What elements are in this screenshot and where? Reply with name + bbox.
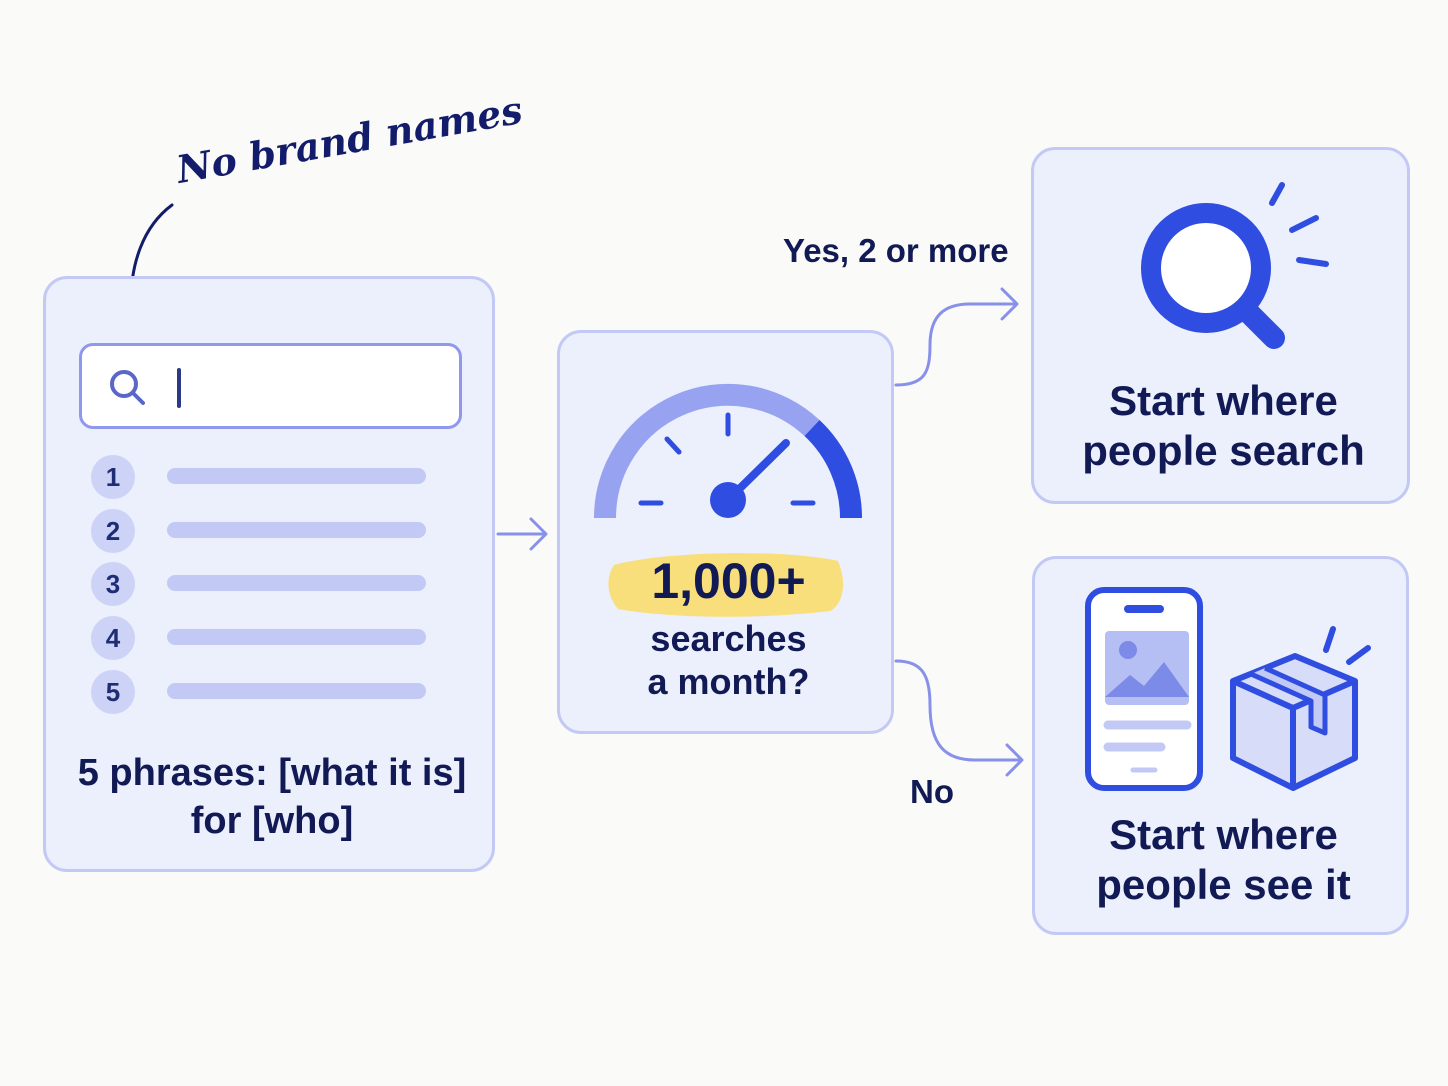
placeholder-line (167, 575, 426, 591)
visibility-outcome-caption: Start where people see it (1035, 810, 1412, 910)
magnifier-icon (1141, 182, 1329, 349)
image-icon (1105, 631, 1189, 705)
visibility-outcome-card: Start where people see it (1032, 556, 1409, 935)
caption-line: people see it (1096, 861, 1351, 908)
volume-question: searches a month? (560, 617, 897, 703)
phone-icon (1085, 587, 1203, 791)
list-item: 1 (91, 455, 431, 499)
caption-line: for [who] (190, 800, 354, 842)
list-item: 5 (91, 670, 431, 714)
search-volume-figure: 1,000+ (651, 553, 806, 609)
search-box (79, 343, 462, 429)
caption-line: Start where (1109, 811, 1338, 858)
caption-line: Start where (1109, 377, 1338, 424)
search-outcome-card: Start where people search (1031, 147, 1410, 504)
question-line: searches (650, 618, 807, 659)
list-number: 2 (91, 509, 135, 553)
search-volume-card: 1,000+ searches a month? (557, 330, 894, 734)
package-icon (1230, 626, 1371, 791)
text-cursor (177, 368, 181, 408)
list-number: 1 (91, 455, 135, 499)
list-item: 4 (91, 616, 431, 660)
caption-line: people search (1082, 427, 1365, 474)
search-outcome-caption: Start where people search (1034, 376, 1413, 476)
placeholder-line (167, 468, 426, 484)
list-number: 3 (91, 562, 135, 606)
list-item: 3 (91, 562, 431, 606)
speedometer-icon (593, 383, 863, 519)
search-icon (110, 370, 145, 405)
no-branch-label: No (910, 773, 954, 810)
caption-line: 5 phrases: [what it is] (77, 752, 467, 794)
question-line: a month? (647, 661, 810, 702)
list-item: 2 (91, 509, 431, 553)
yes-branch-label: Yes, 2 or more (783, 232, 1009, 269)
highlight-marker (608, 553, 844, 617)
phrase-caption: 5 phrases: [what it is] for [who] (46, 749, 498, 845)
placeholder-line (167, 683, 426, 699)
placeholder-line (167, 629, 426, 645)
list-number: 4 (91, 616, 135, 660)
arrow-to-yes (894, 302, 1018, 387)
placeholder-line (167, 522, 426, 538)
arrow-to-no (894, 659, 1023, 762)
phrase-list-card: 1 2 3 4 5 5 phrases: [what it is] for [w… (43, 276, 495, 872)
list-number: 5 (91, 670, 135, 714)
